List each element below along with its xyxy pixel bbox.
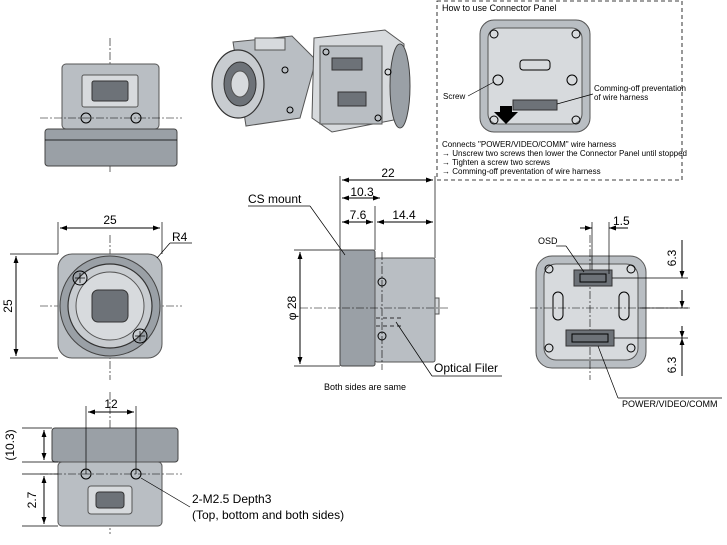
connector-panel-box: How to use Connector Panel Screw Comming… (436, 0, 687, 181)
isometric-views (211, 29, 411, 133)
side-note: Both sides are same (324, 382, 406, 392)
front-view: 25 25 R4 (1, 213, 192, 380)
bottom-width-label: 12 (104, 397, 118, 411)
screw-label: Screw (443, 92, 465, 101)
panel-note-2: → Unscrew two screws then lower the Conn… (442, 149, 687, 158)
optical-filer-label: Optical Filer (434, 361, 498, 375)
rear-d3-label: 6.3 (665, 356, 679, 373)
osd-label: OSD (538, 236, 558, 246)
hole-callout-1: 2-M2.5 Depth3 (192, 492, 272, 506)
front-radius-label: R4 (172, 230, 188, 244)
panel-title: How to use Connector Panel (442, 3, 557, 13)
bottom-height1-label: (10.3) (3, 429, 17, 460)
panel-note-4: → Comming-off preventation of wire harne… (442, 167, 601, 176)
side-total-label: 22 (381, 166, 395, 180)
side-d2-label: 7.6 (350, 208, 367, 222)
cs-mount-label: CS mount (248, 192, 302, 206)
comming-off-label-2: of wire harness (594, 93, 648, 102)
side-view: 22 10.3 7.6 14.4 φ 28 CS mount Optical F… (248, 166, 502, 392)
bottom-view: 12 (10.3) 2.7 2-M2.5 Depth3 (Top, bottom… (3, 392, 344, 534)
side-d3-label: 14.4 (392, 208, 416, 222)
power-label: POWER/VIDEO/COMM (622, 399, 718, 409)
side-dia-label: φ 28 (285, 295, 299, 320)
hole-callout-2: (Top, bottom and both sides) (192, 508, 344, 522)
rear-view: 1.5 6.3 6.3 OSD POWER/VIDEO/COMM (530, 214, 722, 409)
front-height-label: 25 (1, 299, 15, 313)
front-width-label: 25 (103, 213, 117, 227)
panel-note-3: → Tighten a screw two screws (442, 158, 550, 167)
comming-off-label-1: Comming-off preventation (594, 84, 686, 93)
rear-d2-label: 6.3 (665, 249, 679, 266)
side-d1-label: 10.3 (350, 185, 374, 199)
bottom-height2-label: 2.7 (25, 491, 39, 508)
top-view (40, 38, 182, 172)
panel-note-1: Connects "POWER/VIDEO/COMM" wire harness (442, 140, 616, 149)
rear-d1-label: 1.5 (613, 214, 630, 228)
